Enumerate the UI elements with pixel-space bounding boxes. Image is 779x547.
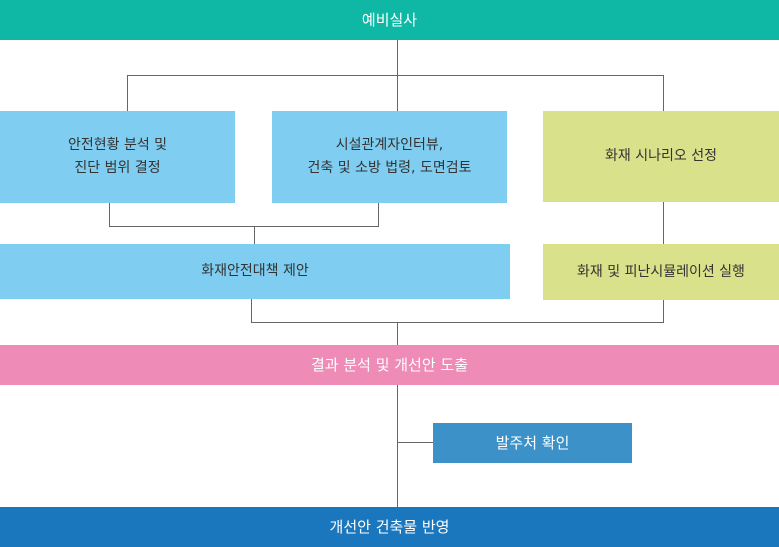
bottom-bar-apply-improvements: 개선안 건축물 반영 [0, 507, 779, 547]
result-bar-label: 결과 분석 및 개선안 도출 [310, 355, 469, 374]
facility-interview-line2: 건축 및 소방 법령, 도면검토 [307, 160, 472, 176]
facility-interview-line1: 시설관계자인터뷰, [335, 137, 444, 153]
connector-merge-to-result [251, 322, 664, 323]
safety-diagnosis-line2: 진단 범위 결정 [74, 160, 161, 176]
connector-to-result-bar [397, 322, 398, 345]
connector-to-facility-interview [397, 75, 398, 111]
connector-safety-measures-down [251, 299, 252, 323]
fire-scenario-label: 화재 시나리오 선정 [605, 148, 717, 164]
connector-safety-diagnosis-down [109, 203, 110, 227]
top-bar-label: 예비실사 [361, 10, 418, 29]
client-check-label: 발주처 확인 [495, 433, 570, 452]
connector-top-branch [127, 75, 664, 76]
connector-to-safety-measures [254, 226, 255, 244]
box-facility-interview: 시설관계자인터뷰, 건축 및 소방 법령, 도면검토 [272, 111, 507, 203]
connector-to-client-check [397, 442, 433, 443]
box-safety-measures: 화재안전대책 제안 [0, 244, 510, 299]
connector-to-fire-scenario [663, 75, 664, 111]
safety-diagnosis-line1: 안전현황 분석 및 [67, 137, 168, 153]
connector-evacuation-sim-down [663, 300, 664, 323]
box-fire-scenario: 화재 시나리오 선정 [543, 111, 779, 202]
connector-result-to-bottom [397, 385, 398, 508]
box-evacuation-simulation: 화재 및 피난시뮬레이션 실행 [543, 244, 779, 300]
connector-top-stem [397, 40, 398, 76]
box-client-check: 발주처 확인 [433, 423, 632, 463]
connector-merge-to-measures [109, 226, 379, 227]
box-safety-diagnosis: 안전현황 분석 및 진단 범위 결정 [0, 111, 235, 203]
evacuation-sim-label: 화재 및 피난시뮬레이션 실행 [577, 263, 745, 280]
result-bar: 결과 분석 및 개선안 도출 [0, 345, 779, 385]
top-bar-preliminary-inspection: 예비실사 [0, 0, 779, 40]
connector-fire-scenario-down [663, 202, 664, 244]
connector-to-safety-diagnosis [127, 75, 128, 111]
safety-measures-label: 화재안전대책 제안 [201, 263, 309, 279]
connector-facility-interview-down [378, 203, 379, 227]
bottom-bar-label: 개선안 건축물 반영 [329, 517, 450, 536]
